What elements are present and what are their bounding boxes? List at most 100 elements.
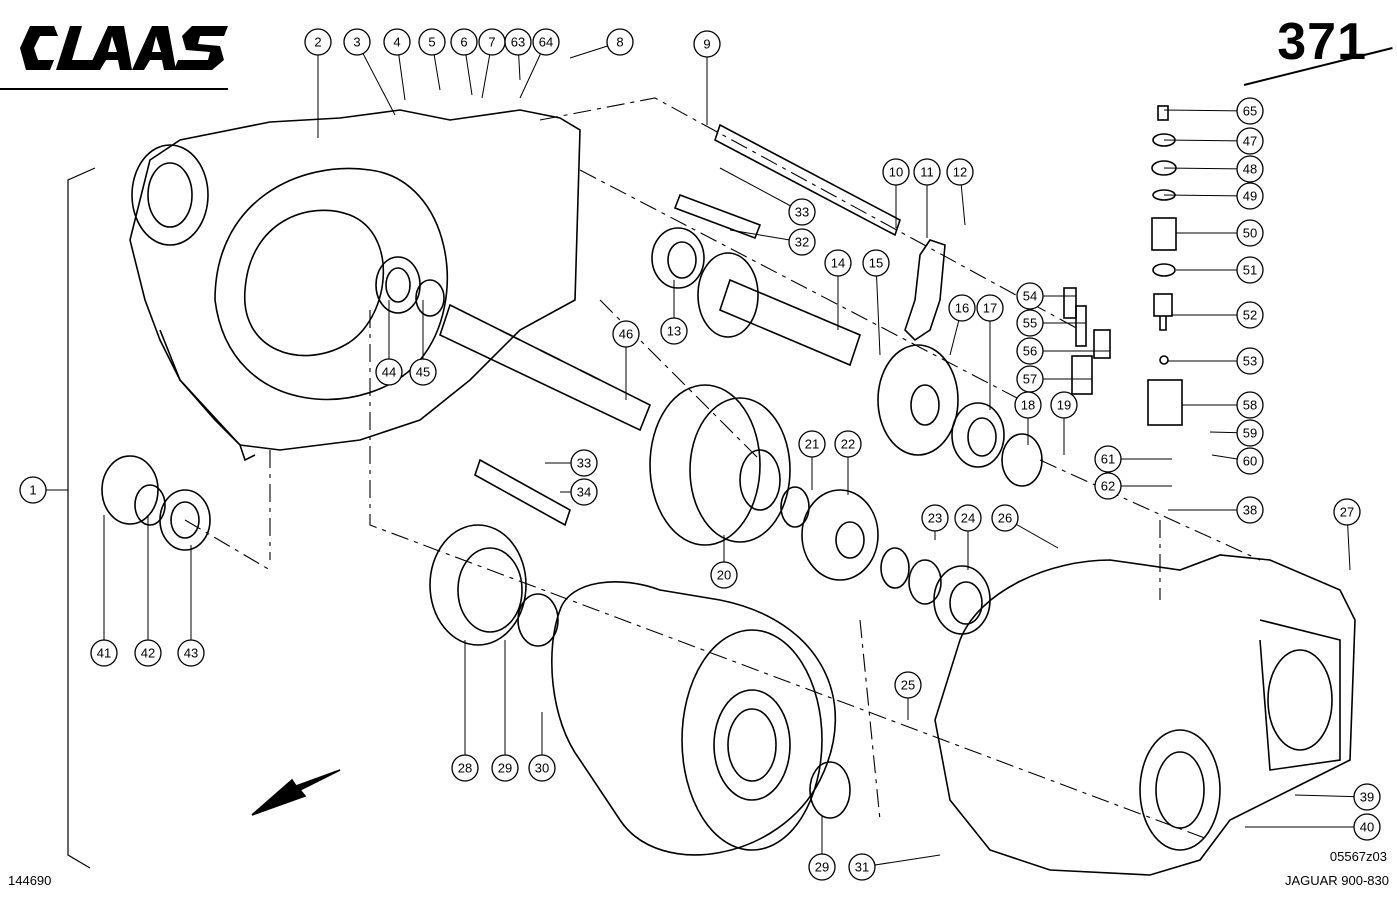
part-number: 41: [97, 646, 111, 661]
part-callout-48[interactable]: 48: [1236, 155, 1264, 183]
part-callout-34[interactable]: 34: [570, 478, 598, 506]
callout-circle: [528, 754, 556, 782]
part-callout-47[interactable]: 47: [1236, 127, 1264, 155]
part-callout-11[interactable]: 11: [913, 158, 941, 186]
part-callout-54[interactable]: 54: [1016, 282, 1044, 310]
part-callout-14[interactable]: 14: [824, 249, 852, 277]
part-callout-61[interactable]: 61: [1094, 445, 1122, 473]
part-callout-28[interactable]: 28: [451, 754, 479, 782]
part-number: 16: [955, 301, 969, 316]
part-callout-3[interactable]: 3: [343, 28, 371, 56]
part-callout-41[interactable]: 41: [90, 639, 118, 667]
part-number: 7: [488, 35, 495, 50]
callout-leader: [1163, 139, 1251, 142]
part-callout-20[interactable]: 20: [710, 561, 738, 589]
part-number: 62: [1101, 479, 1115, 494]
part-callout-58[interactable]: 58: [1236, 391, 1264, 419]
part-callout-56[interactable]: 56: [1016, 337, 1044, 365]
callout-circle: [1236, 97, 1264, 125]
part-callout-63[interactable]: 63: [504, 28, 532, 56]
part-number: 3: [353, 35, 360, 50]
part-callout-60[interactable]: 60: [1236, 447, 1264, 475]
callout-circle: [1014, 391, 1042, 419]
part-callout-16[interactable]: 16: [948, 294, 976, 322]
part-callout-50[interactable]: 50: [1236, 219, 1264, 247]
part-callout-62[interactable]: 62: [1094, 472, 1122, 500]
part-callout-43[interactable]: 43: [177, 639, 205, 667]
callout-circle: [304, 28, 332, 56]
part-callout-33[interactable]: 33: [570, 449, 598, 477]
part-callout-26[interactable]: 26: [991, 504, 1019, 532]
part-callout-5[interactable]: 5: [418, 28, 446, 56]
part-callout-9[interactable]: 9: [693, 30, 721, 58]
part-callout-10[interactable]: 10: [882, 158, 910, 186]
part-callout-22[interactable]: 22: [834, 430, 862, 458]
part-callout-1[interactable]: 1: [19, 476, 47, 504]
part-number: 14: [831, 256, 845, 271]
part-callout-46[interactable]: 46: [612, 320, 640, 348]
bearing-13: [651, 227, 705, 289]
part-number: 53: [1243, 354, 1257, 369]
part-number: 47: [1243, 134, 1257, 149]
callout-circle: [177, 639, 205, 667]
part-callout-27[interactable]: 27: [1333, 498, 1361, 526]
part-callout-30[interactable]: 30: [528, 754, 556, 782]
part-callout-42[interactable]: 42: [134, 639, 162, 667]
part-callout-19[interactable]: 19: [1050, 391, 1078, 419]
part-callout-6[interactable]: 6: [450, 28, 478, 56]
callout-circle: [834, 430, 862, 458]
part-number: 26: [998, 511, 1012, 526]
part-callout-32[interactable]: 32: [788, 228, 816, 256]
gear-16: [877, 344, 959, 456]
part-callout-8[interactable]: 8: [606, 28, 634, 56]
part-callout-2[interactable]: 2: [304, 28, 332, 56]
part-callout-31[interactable]: 31: [848, 853, 876, 881]
part-callout-29[interactable]: 29: [808, 853, 836, 881]
part-callout-40[interactable]: 40: [1353, 813, 1381, 841]
part-callout-49[interactable]: 49: [1236, 182, 1264, 210]
callout-leader: [1163, 167, 1251, 170]
part-callout-53[interactable]: 53: [1236, 347, 1264, 375]
part-number: 29: [815, 860, 829, 875]
part-number: 45: [416, 365, 430, 380]
part-callout-7[interactable]: 7: [478, 28, 506, 56]
part-callout-4[interactable]: 4: [383, 28, 411, 56]
part-callout-45[interactable]: 45: [409, 358, 437, 386]
part-callout-64[interactable]: 64: [532, 28, 560, 56]
part-callout-57[interactable]: 57: [1016, 365, 1044, 393]
part-callout-65[interactable]: 65: [1236, 97, 1264, 125]
part-callout-33[interactable]: 33: [788, 198, 816, 226]
part-callout-15[interactable]: 15: [862, 249, 890, 277]
part-callout-29[interactable]: 29: [491, 754, 519, 782]
part-number: 1: [29, 483, 36, 498]
part-number: 11: [920, 165, 934, 180]
part-number: 44: [382, 365, 396, 380]
part-callout-44[interactable]: 44: [375, 358, 403, 386]
part-callout-25[interactable]: 25: [894, 671, 922, 699]
part-callout-39[interactable]: 39: [1353, 783, 1381, 811]
part-callout-12[interactable]: 12: [946, 158, 974, 186]
callout-circle: [1236, 391, 1264, 419]
output-shaft: [719, 278, 861, 367]
part-callout-13[interactable]: 13: [660, 317, 688, 345]
part-callout-51[interactable]: 51: [1236, 256, 1264, 284]
part-number: 65: [1243, 104, 1257, 119]
part-callout-52[interactable]: 52: [1236, 301, 1264, 329]
part-callout-24[interactable]: 24: [954, 504, 982, 532]
part-number: 58: [1243, 398, 1257, 413]
part-callout-59[interactable]: 59: [1236, 419, 1264, 447]
part-callout-23[interactable]: 23: [921, 504, 949, 532]
part-callout-38[interactable]: 38: [1236, 496, 1264, 524]
callout-circle: [409, 358, 437, 386]
part-callout-21[interactable]: 21: [798, 430, 826, 458]
callout-circle: [913, 158, 941, 186]
part-callout-55[interactable]: 55: [1016, 309, 1044, 337]
part-callout-17[interactable]: 17: [976, 294, 1004, 322]
part-number: 57: [1023, 372, 1037, 387]
callout-circle: [134, 639, 162, 667]
part-number: 21: [805, 437, 819, 452]
callout-circle: [1353, 813, 1381, 841]
drawing-code: 05567z03: [1329, 849, 1387, 864]
callout-circle: [991, 504, 1019, 532]
part-callout-18[interactable]: 18: [1014, 391, 1042, 419]
